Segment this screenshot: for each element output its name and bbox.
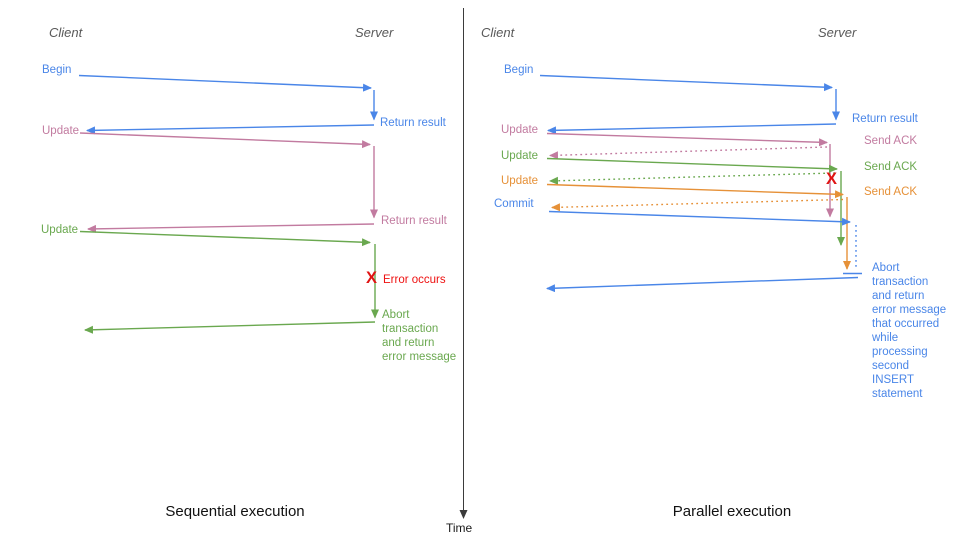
right-update-2-label: Update [501, 150, 539, 162]
right-send-ack3 [551, 198, 844, 212]
left-update-1-label: Update [42, 125, 80, 137]
right-abort-return [546, 276, 859, 293]
right-commit-label: Commit [494, 198, 534, 210]
left-return-result-2-label: Return result [381, 215, 447, 227]
right-diagram-title: Parallel execution [672, 503, 792, 520]
left-return-result-1 [86, 124, 375, 135]
left-diagram-title: Sequential execution [165, 503, 305, 520]
left-error-occurs-label: Error occurs [383, 274, 446, 286]
left-return-result-2 [87, 223, 375, 233]
right-abort-message: Abort transaction and return error messa… [872, 262, 947, 400]
time-axis-label: Time [446, 521, 473, 535]
left-client-header: Client [49, 25, 83, 40]
right-send-ack-3-label: Send ACK [864, 186, 918, 198]
right-update-1-label: Update [501, 124, 539, 136]
right-begin-request [539, 74, 833, 92]
left-abort-message: Abort transaction and return error messa… [382, 309, 457, 363]
right-return-result-label: Return result [852, 113, 918, 125]
left-update1-request [79, 132, 371, 149]
right-send-ack2 [549, 172, 836, 185]
right-update1-request [546, 132, 828, 147]
left-abort-return [84, 321, 376, 334]
right-send-ack1 [549, 146, 828, 160]
left-update2-request [79, 230, 371, 247]
left-begin-label: Begin [42, 64, 72, 76]
left-update-2-label: Update [41, 224, 79, 236]
right-server-header: Server [818, 25, 857, 40]
right-send-ack-1-label: Send ACK [864, 135, 918, 147]
right-begin-label: Begin [504, 64, 534, 76]
right-error-x-mark: X [826, 170, 838, 188]
right-send-ack-2-label: Send ACK [864, 161, 918, 173]
right-client-header: Client [481, 25, 515, 40]
left-server-header: Server [355, 25, 394, 40]
right-update2-request [546, 157, 838, 173]
right-commit-request [548, 210, 851, 226]
left-error-x-mark: X [366, 269, 378, 287]
left-return-result-1-label: Return result [380, 117, 446, 129]
right-return-result [547, 123, 837, 135]
right-update3-request [546, 183, 844, 199]
right-update-3-label: Update [501, 175, 539, 187]
left-begin-request [78, 74, 372, 92]
